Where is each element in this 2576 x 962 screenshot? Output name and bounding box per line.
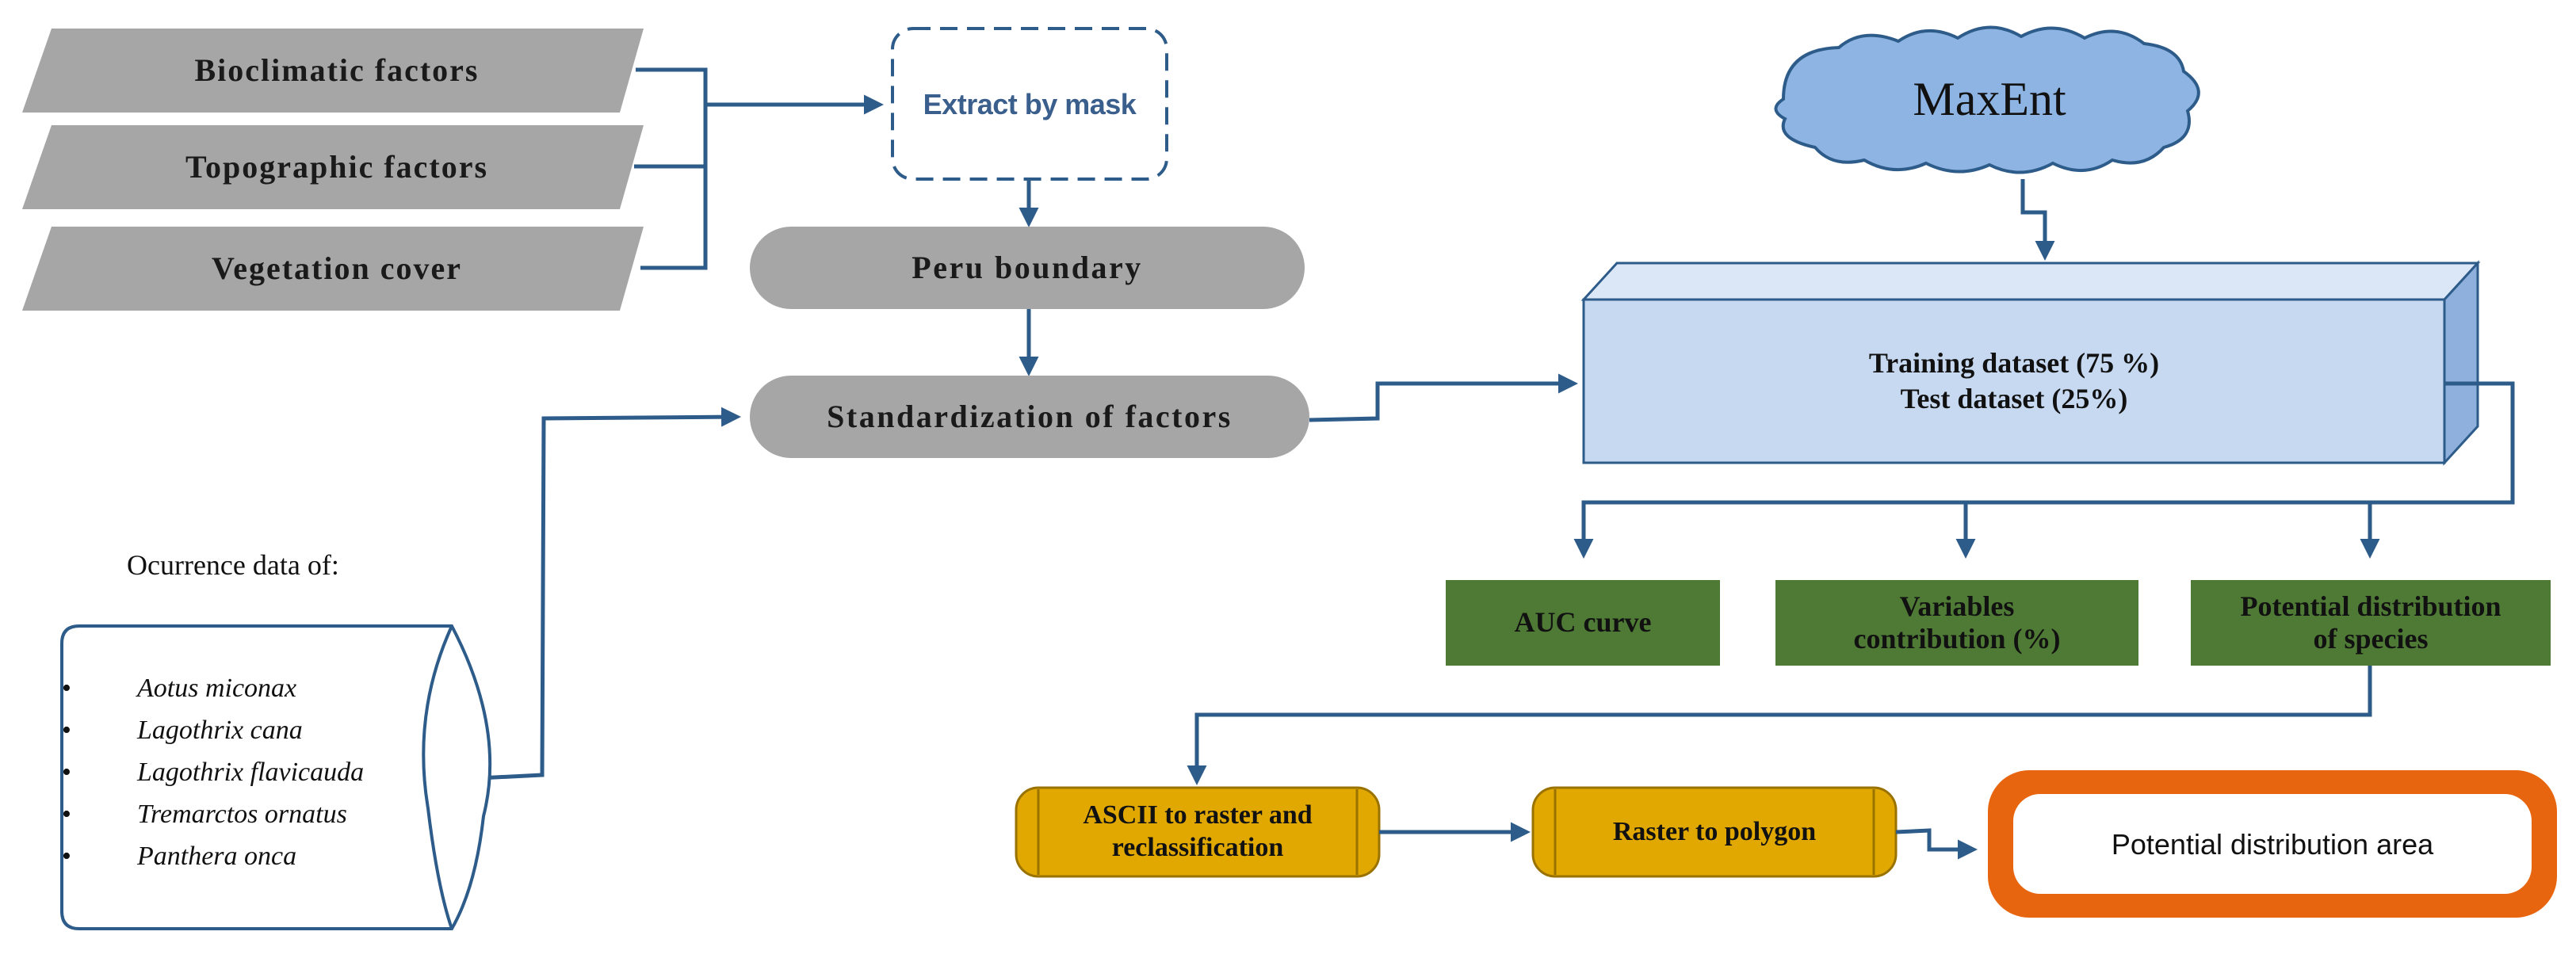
arrow-maxent-datasets — [2020, 179, 2055, 261]
arrow-standard-datasets — [1309, 373, 1578, 422]
species-item: Aotus miconax — [62, 667, 364, 709]
vegetation-label: Vegetation cover — [212, 250, 462, 286]
vegetation-shape — [22, 227, 644, 311]
peru-boundary-pill — [750, 227, 1305, 309]
topographic-label: Topographic factors — [185, 149, 489, 185]
potential-species-box — [2191, 580, 2551, 666]
potential-line1: Potential distribution — [2240, 590, 2501, 622]
final-label: Potential distribution area — [2111, 827, 2434, 861]
species-item: Tremarctos ornatus — [62, 793, 364, 835]
raster-polygon-label: Raster to polygon — [1612, 816, 1817, 846]
variables-line1: Variables — [1899, 590, 2015, 622]
final-inner — [2013, 794, 2532, 894]
maxent-cloud — [1774, 25, 2200, 174]
species-list: Aotus miconax Lagothrix cana Lagothrix f… — [62, 667, 364, 877]
outputs-split — [1573, 381, 2515, 559]
peru-boundary-label: Peru boundary — [912, 250, 1143, 285]
datasets-label: Training dataset (75 %) Test dataset (25… — [1584, 300, 2444, 463]
standardization-pill — [750, 376, 1309, 458]
arrow-raster-final — [1895, 828, 1978, 860]
ascii-line2: reclassification — [1111, 833, 1284, 862]
species-item: Lagothrix flavicauda — [62, 751, 364, 793]
variables-box — [1775, 580, 2138, 666]
arrow-potential-ascii — [1187, 666, 2372, 785]
bioclimatic-shape — [22, 29, 644, 113]
variables-label: Variables contribution (%) — [1775, 580, 2138, 666]
auc-label: AUC curve — [1514, 606, 1652, 639]
standardization-label: Standardization of factors — [827, 399, 1233, 434]
potential-species-label: Potential distribution of species — [2191, 580, 2551, 666]
species-item: Lagothrix cana — [62, 709, 364, 751]
datasets-box-front — [1582, 298, 2446, 464]
extract-mask-label: Extract by mask — [923, 87, 1137, 120]
raster-polygon-cylinder — [1531, 786, 1898, 878]
training-dataset-label: Training dataset (75 %) — [1868, 347, 2160, 379]
test-dataset-label: Test dataset (25%) — [1900, 383, 2128, 414]
topographic-shape — [22, 125, 644, 209]
inputs-bracket — [634, 67, 884, 270]
auc-box — [1446, 580, 1720, 666]
ascii-line1: ASCII to raster and — [1083, 800, 1313, 830]
ascii-label: ASCII to raster and reclassification — [1016, 788, 1379, 876]
variables-line2: contribution (%) — [1853, 623, 2061, 655]
occurrence-title: Ocurrence data of: — [127, 549, 339, 581]
species-item: Panthera onca — [62, 835, 364, 877]
maxent-label: MaxEnt — [1913, 72, 2066, 125]
arrow-occurrence-standard — [478, 407, 741, 781]
potential-line2: of species — [2313, 623, 2429, 655]
bioclimatic-label: Bioclimatic factors — [194, 52, 480, 88]
